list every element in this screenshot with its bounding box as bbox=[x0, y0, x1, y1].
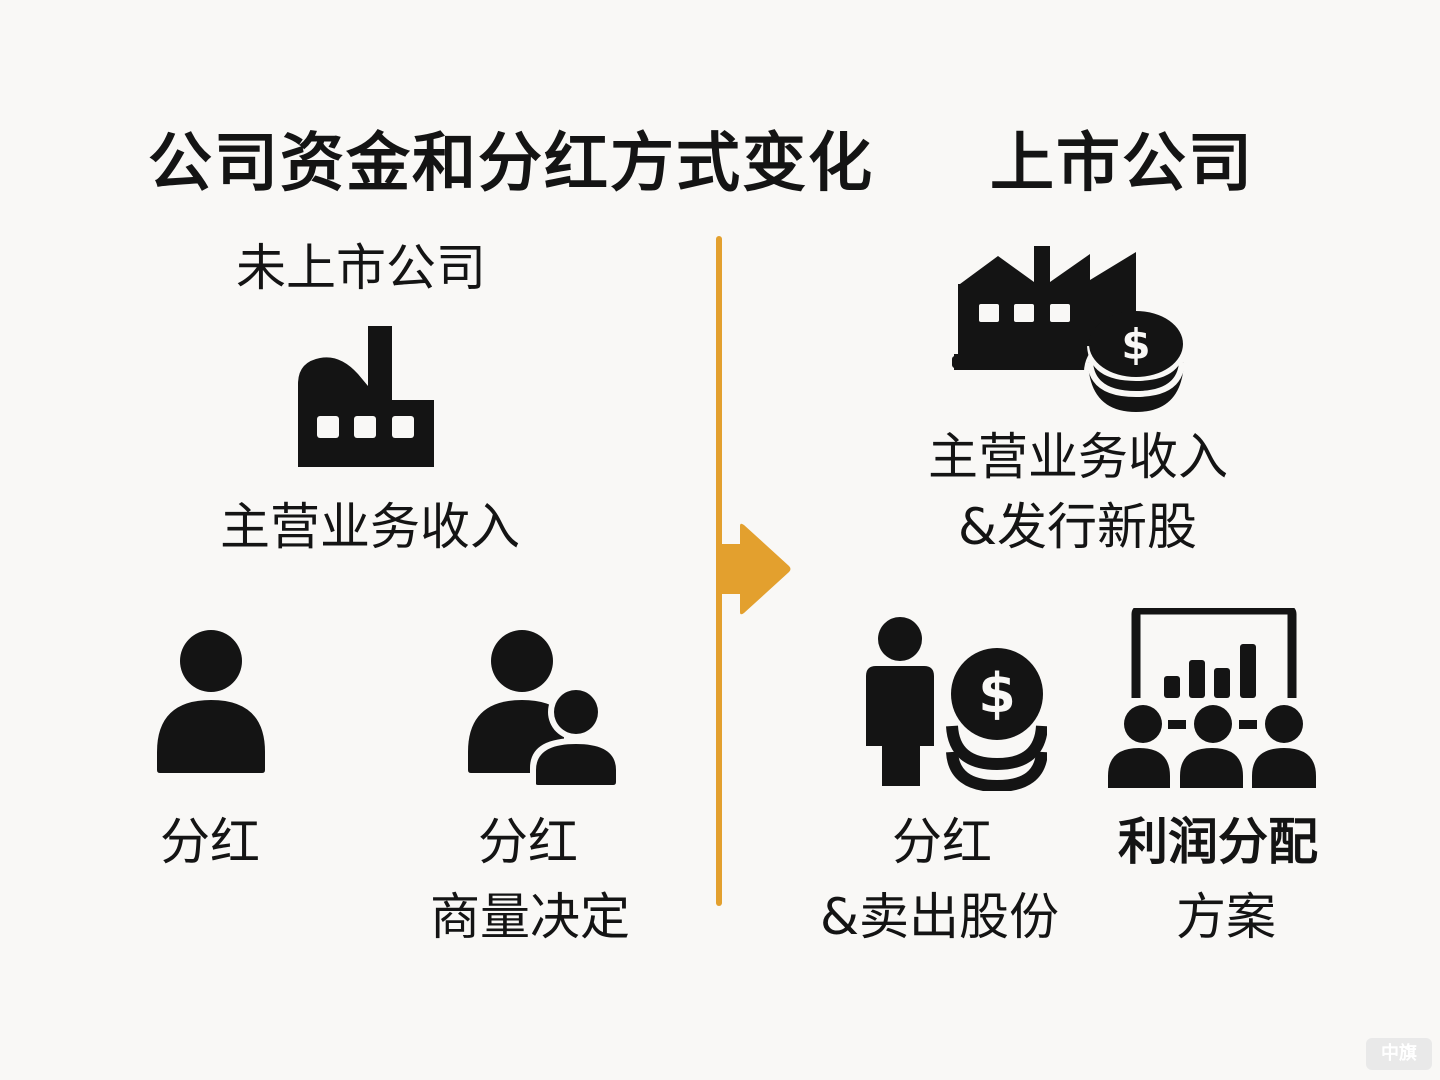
dividend-label: 分红 bbox=[160, 813, 260, 871]
factory-icon bbox=[296, 324, 436, 469]
unlisted-company-subtitle: 未上市公司 bbox=[236, 239, 486, 297]
arrow-right-icon bbox=[718, 522, 793, 616]
right-dividend-label: 分红 bbox=[892, 813, 992, 871]
watermark: 中旗 bbox=[1366, 1038, 1432, 1070]
person-icon bbox=[155, 630, 267, 774]
presentation-meeting-icon bbox=[1106, 608, 1321, 793]
factory-money-icon: $ bbox=[950, 244, 1186, 414]
profit-plan-label: 方案 bbox=[1176, 888, 1276, 946]
listed-company-title: 上市公司 bbox=[990, 127, 1254, 201]
sell-shares-label: &卖出股份 bbox=[820, 888, 1059, 946]
svg-text:$: $ bbox=[978, 662, 1016, 725]
main-title: 公司资金和分红方式变化 bbox=[148, 127, 874, 201]
issue-shares-label: &发行新股 bbox=[958, 498, 1197, 556]
left-revenue-label: 主营业务收入 bbox=[220, 498, 520, 556]
person-coins-icon: $ bbox=[862, 616, 1047, 791]
group-decision-label: 商量决定 bbox=[430, 888, 630, 946]
group-dividend-label: 分红 bbox=[478, 813, 578, 871]
profit-distribution-label: 利润分配 bbox=[1118, 813, 1318, 871]
svg-text:$: $ bbox=[1121, 320, 1150, 369]
right-revenue-label: 主营业务收入 bbox=[928, 428, 1228, 486]
group-users-icon bbox=[466, 630, 621, 790]
